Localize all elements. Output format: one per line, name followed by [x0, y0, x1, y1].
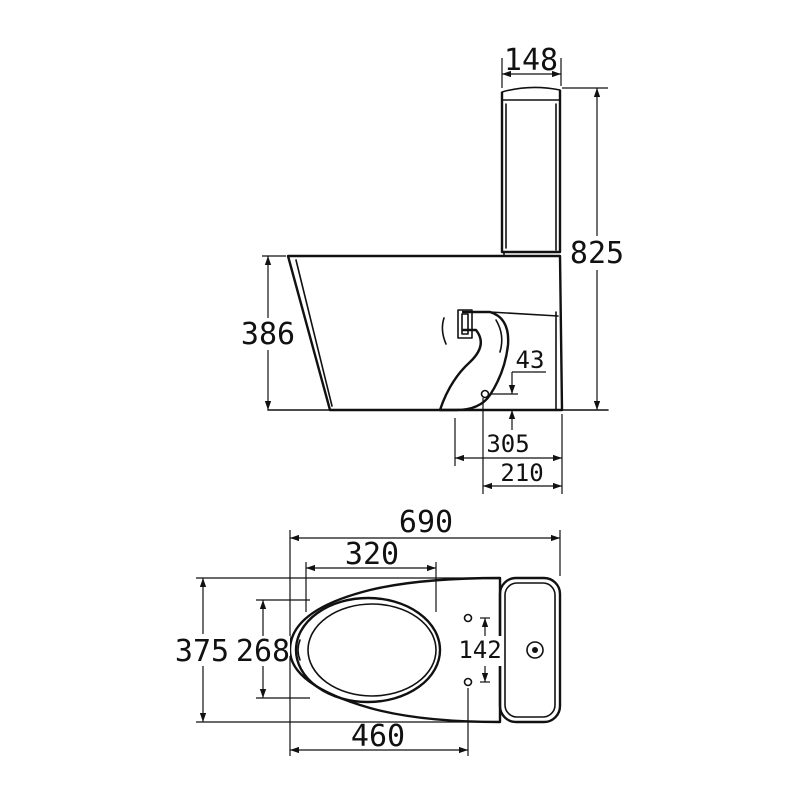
- outlet-center-mark: [480, 389, 490, 399]
- dim-outlet-wall: 210: [482, 398, 562, 494]
- dim-label-seat-height: 386: [241, 317, 295, 352]
- dim-label-total-length: 690: [399, 505, 453, 540]
- dim-total-width: 375: [170, 577, 500, 723]
- dim-opening-length: 320: [305, 537, 437, 612]
- dim-outlet-height: 43: [490, 346, 546, 430]
- dim-fixing-spacing: 142: [456, 617, 504, 683]
- dim-label-opening-width: 268: [236, 634, 290, 669]
- dim-label-opening-length: 320: [345, 537, 399, 572]
- flush-button-center: [532, 647, 538, 653]
- dim-opening-width: 268: [236, 599, 310, 699]
- trap-outline: [438, 309, 510, 412]
- dim-seat-height: 386: [236, 255, 300, 410]
- dim-label-total-width: 375: [175, 634, 229, 669]
- dim-label-outlet-height: 43: [516, 346, 545, 374]
- fixing-hole-lower: [463, 677, 473, 687]
- dim-total-height: 825: [562, 87, 630, 410]
- flush-button: [526, 641, 544, 659]
- top-view: 690 320 375 268: [170, 505, 562, 756]
- dim-fixing-distance: 460: [289, 656, 469, 756]
- dim-total-length: 690: [289, 505, 561, 646]
- top-outline: [288, 576, 562, 724]
- dim-label-tank-width: 148: [504, 43, 558, 78]
- dim-label-outlet-wall: 210: [500, 459, 543, 487]
- dim-tank-width: 148: [501, 43, 562, 88]
- dim-label-fixing-distance: 460: [351, 719, 405, 754]
- dim-outlet-front: 305: [454, 414, 563, 494]
- fixing-hole-upper: [463, 613, 473, 623]
- seat-outline: [294, 596, 442, 704]
- bowl-outline: [286, 251, 564, 412]
- dim-label-total-height: 825: [570, 236, 624, 271]
- dim-label-fixing-spacing: 142: [458, 636, 501, 664]
- dim-label-outlet-front: 305: [486, 430, 529, 458]
- cistern-outline: [500, 86, 562, 254]
- side-view: 148 825 386 43 305: [236, 43, 630, 494]
